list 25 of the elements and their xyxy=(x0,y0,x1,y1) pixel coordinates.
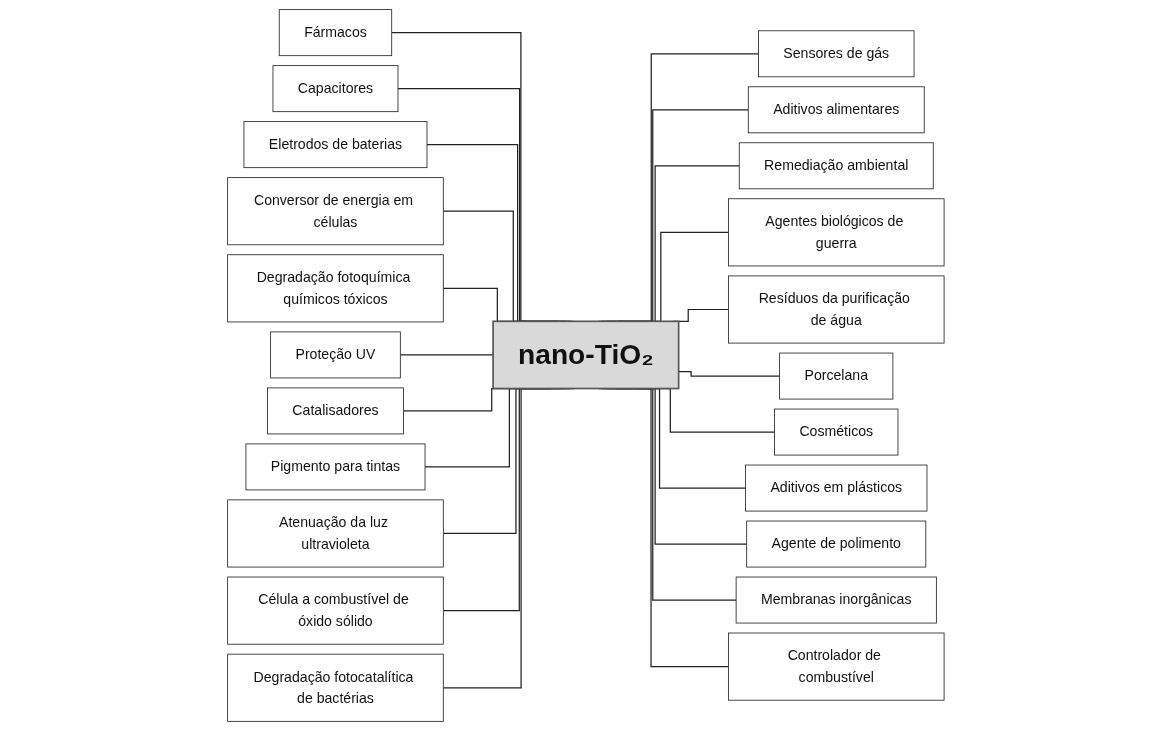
node-box: Capacitores xyxy=(272,65,399,113)
node-box: Conversor de energia em células xyxy=(227,177,444,246)
node-box: Sensores de gás xyxy=(758,30,915,78)
node-box: Aditivos em plásticos xyxy=(745,464,928,512)
node-box: Cosméticos xyxy=(774,408,899,456)
node-box: nano-TiO₂ xyxy=(492,320,680,390)
node-box: Agente de polimento xyxy=(746,520,927,568)
node-box: Pigmento para tintas xyxy=(245,443,426,491)
node-box: Catalisadores xyxy=(267,387,405,435)
node-box: Célula a combustível de óxido sólido xyxy=(227,576,444,645)
node-box: Fármacos xyxy=(278,9,393,57)
node-box: Membranas inorgânicas xyxy=(735,576,937,624)
node-box: Degradação fotoquímica químicos tóxicos xyxy=(227,254,444,323)
node-box: Atenuação da luz ultravioleta xyxy=(227,499,444,568)
connector xyxy=(399,354,494,356)
node-box: Porcelana xyxy=(779,352,894,400)
node-box: Agentes biológicos de guerra xyxy=(728,198,945,267)
node-box: Proteção UV xyxy=(270,331,401,379)
node-box: Controlador de combustível xyxy=(728,632,945,701)
node-box: Resíduos da purificação de água xyxy=(728,275,945,344)
node-box: Degradação fotocatalítica de bactérias xyxy=(227,653,444,722)
node-box: Remediação ambiental xyxy=(738,142,934,190)
node-box: Eletrodos de baterias xyxy=(243,121,428,169)
connector xyxy=(678,370,781,377)
node-box: Aditivos alimentares xyxy=(748,86,925,134)
